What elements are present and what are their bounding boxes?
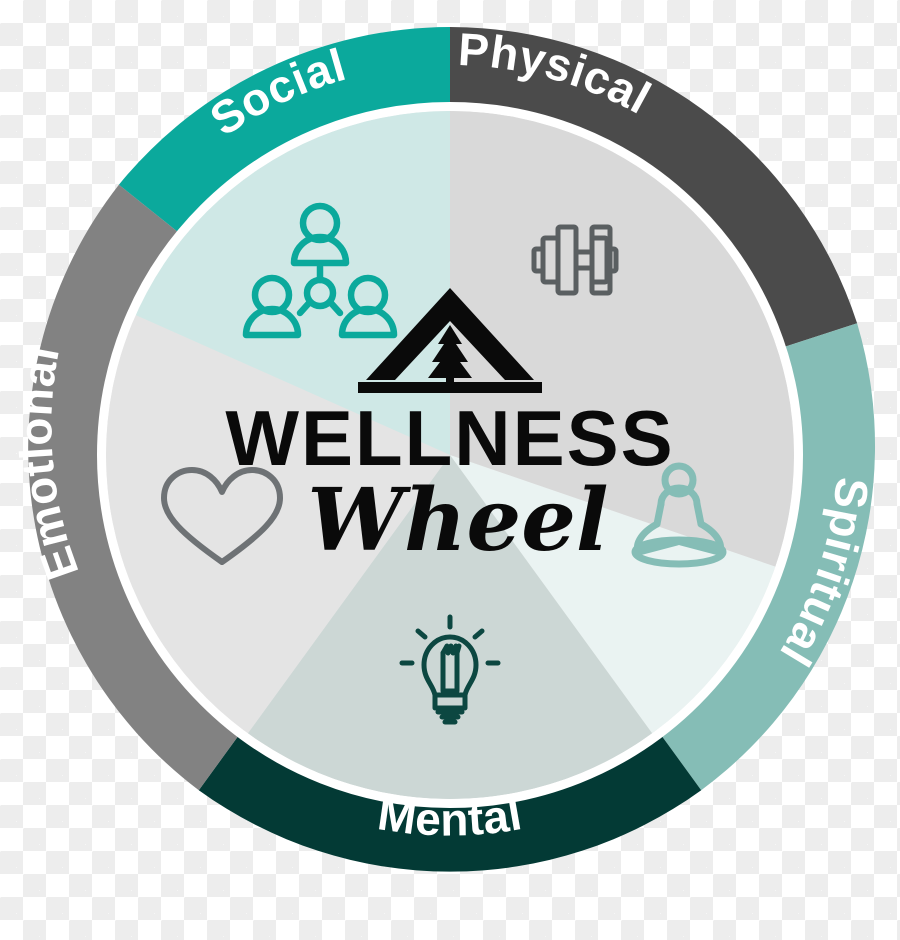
wordmark-wheel: Wheel <box>307 470 608 571</box>
lightbulb-idea-icon <box>399 614 501 725</box>
mountain-pine-tree-logo <box>358 288 542 393</box>
ring-segment-spiritual[interactable] <box>656 323 876 791</box>
ring-segment-physical[interactable] <box>450 27 858 347</box>
ring-label-mental: Mental <box>375 787 526 846</box>
dumbbell-icon <box>531 224 619 296</box>
wedge-physical[interactable] <box>450 111 796 568</box>
wedge-spiritual[interactable] <box>450 455 778 734</box>
ring-segment-social[interactable] <box>118 27 451 233</box>
heart-icon <box>161 467 283 565</box>
ring-inner-divider <box>97 102 803 808</box>
people-group-icon <box>242 202 398 339</box>
ring-segment-emotional[interactable] <box>28 184 244 791</box>
brand-lockup: WELLNESS Wheel <box>225 288 674 571</box>
meditation-lotus-icon <box>631 462 727 568</box>
wordmark-wellness: WELLNESS <box>225 394 674 482</box>
